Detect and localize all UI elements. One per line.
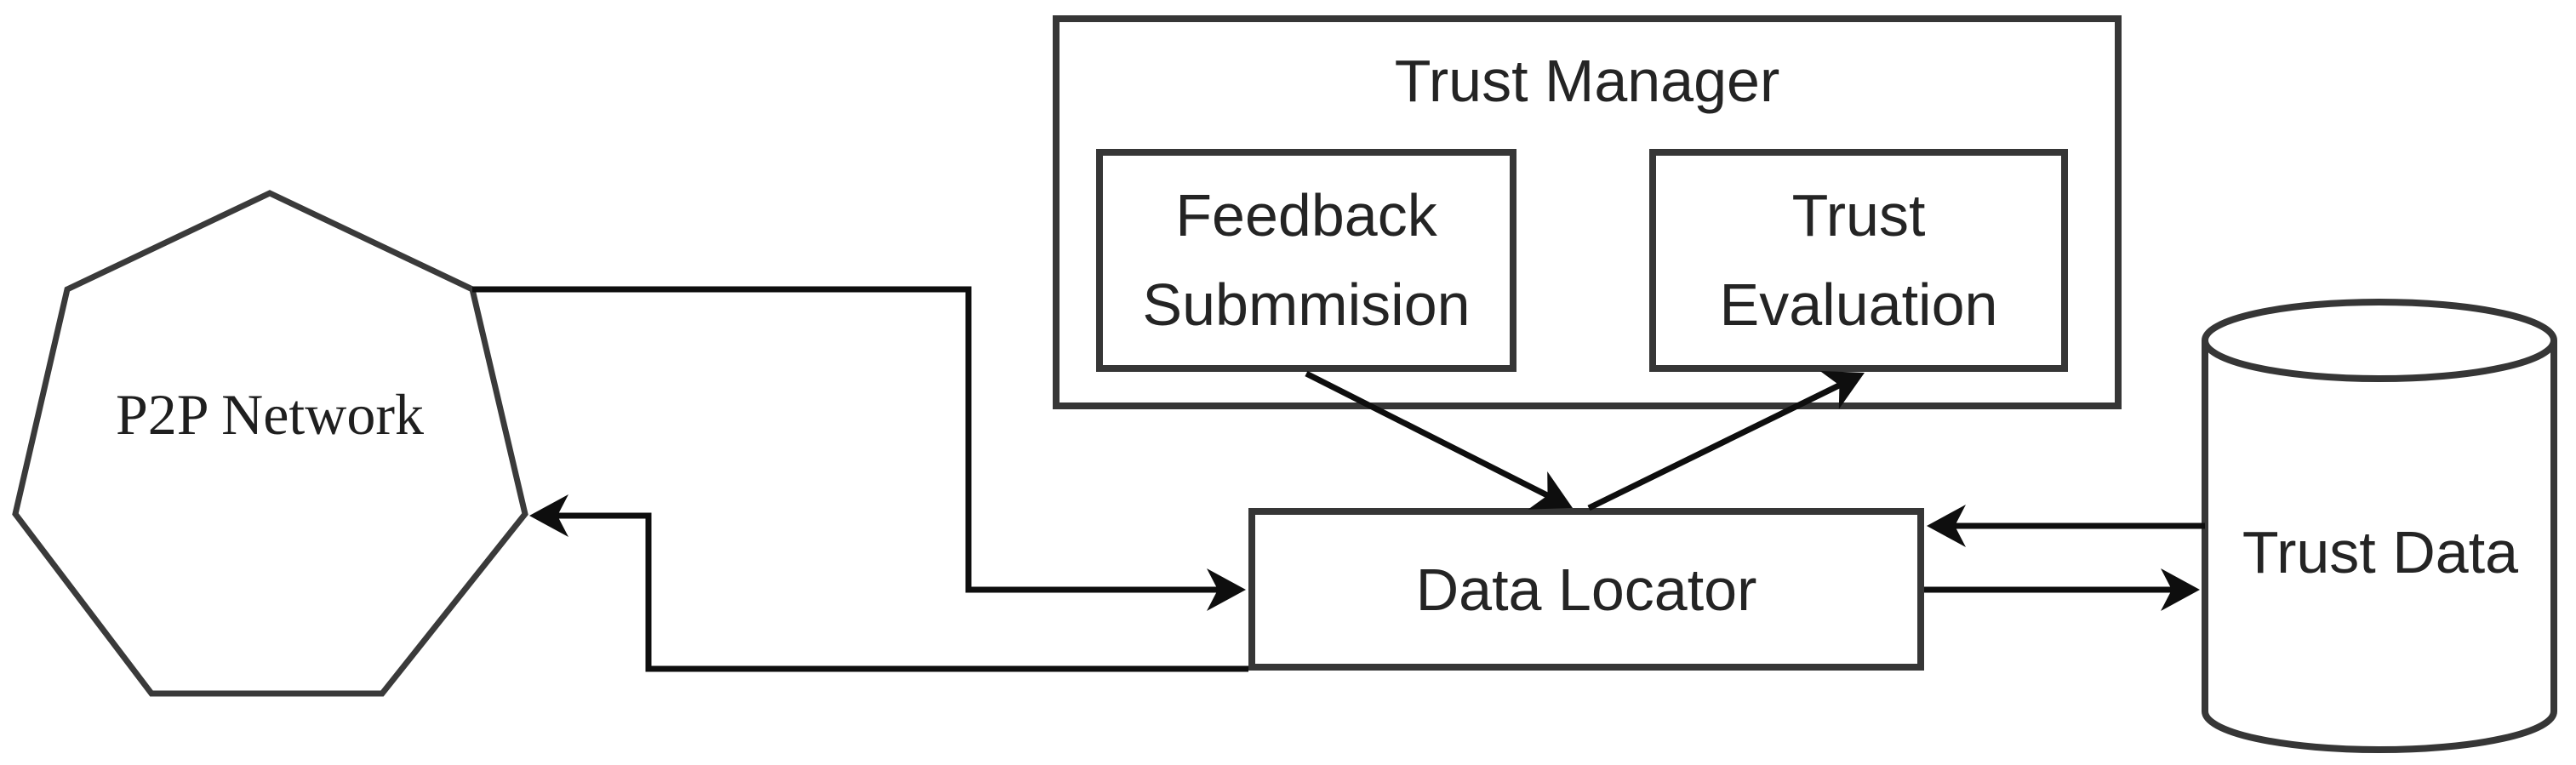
trust-evaluation-box: [1649, 149, 2068, 372]
trust-manager-box: [1053, 15, 2122, 409]
arrowhead-into-p2p: [529, 494, 568, 537]
data-locator-box: [1248, 508, 1924, 671]
feedback-submission-line2: Submmision: [1142, 271, 1471, 338]
feedback-submission-label: Feedback Submmision: [1096, 149, 1516, 372]
trust-evaluation-line2: Evaluation: [1719, 271, 1998, 338]
p2p-network-label: P2P Network: [115, 381, 425, 447]
arrowhead-into-data-locator-right: [1927, 505, 1966, 547]
trust-evaluation-line1: Trust: [1791, 182, 1926, 248]
feedback-submission-line1: Feedback: [1175, 182, 1437, 248]
arrowhead-into-data-locator-left: [1207, 568, 1246, 611]
trust-data-label: Trust Data: [2242, 519, 2519, 585]
trust-manager-title: Trust Manager: [1394, 48, 1780, 114]
data-locator-label: Data Locator: [1415, 556, 1757, 623]
arrow-data-locator-to-p2p: [553, 512, 1248, 672]
feedback-submission-box: [1096, 149, 1516, 372]
trust-evaluation-label: Trust Evaluation: [1649, 149, 2068, 372]
